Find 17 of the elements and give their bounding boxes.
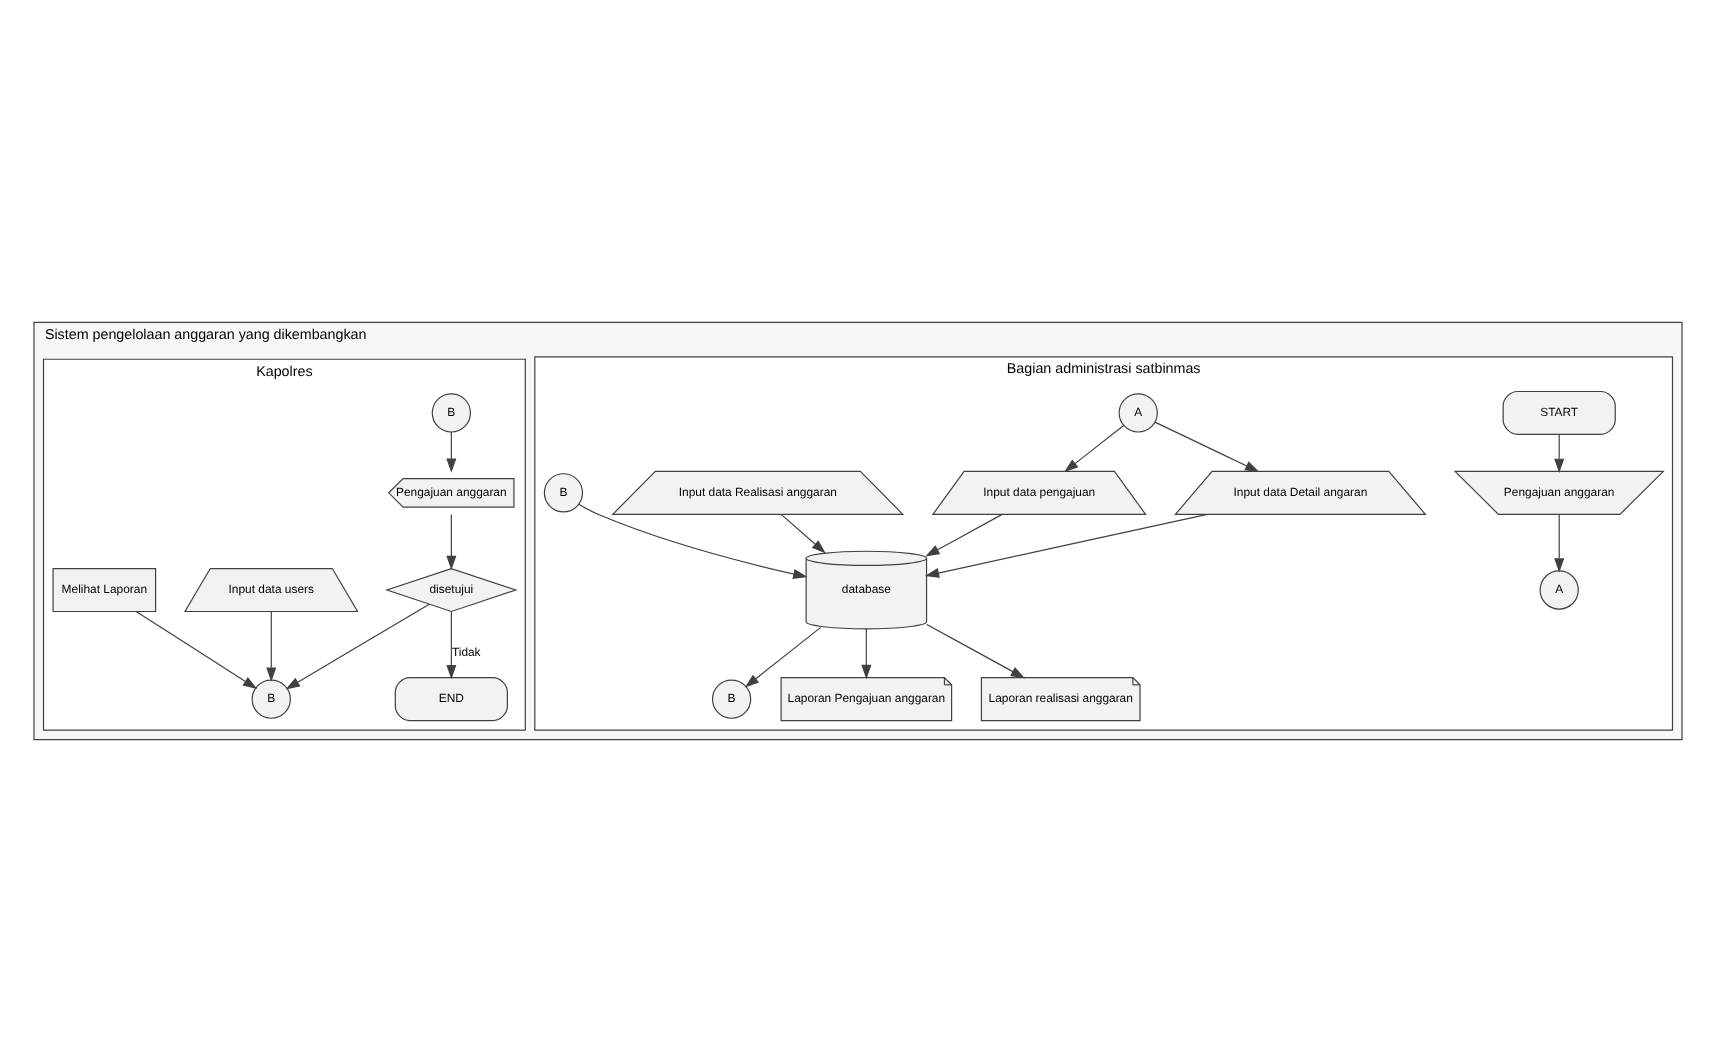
arrow	[924, 513, 1208, 578]
arrow	[1554, 433, 1565, 473]
arrow	[925, 513, 1003, 557]
arrow	[446, 431, 457, 473]
arrow	[285, 603, 430, 690]
arrow	[266, 611, 277, 682]
arrow	[1554, 514, 1565, 573]
arrow	[926, 623, 1026, 679]
arrow	[578, 503, 808, 579]
arrow	[780, 514, 826, 554]
arrow	[446, 611, 457, 680]
arrow	[1154, 421, 1260, 472]
arrow	[1064, 424, 1125, 473]
arrow	[861, 628, 872, 680]
arrow	[744, 626, 822, 688]
arrow	[446, 514, 457, 571]
arrow	[135, 610, 258, 689]
